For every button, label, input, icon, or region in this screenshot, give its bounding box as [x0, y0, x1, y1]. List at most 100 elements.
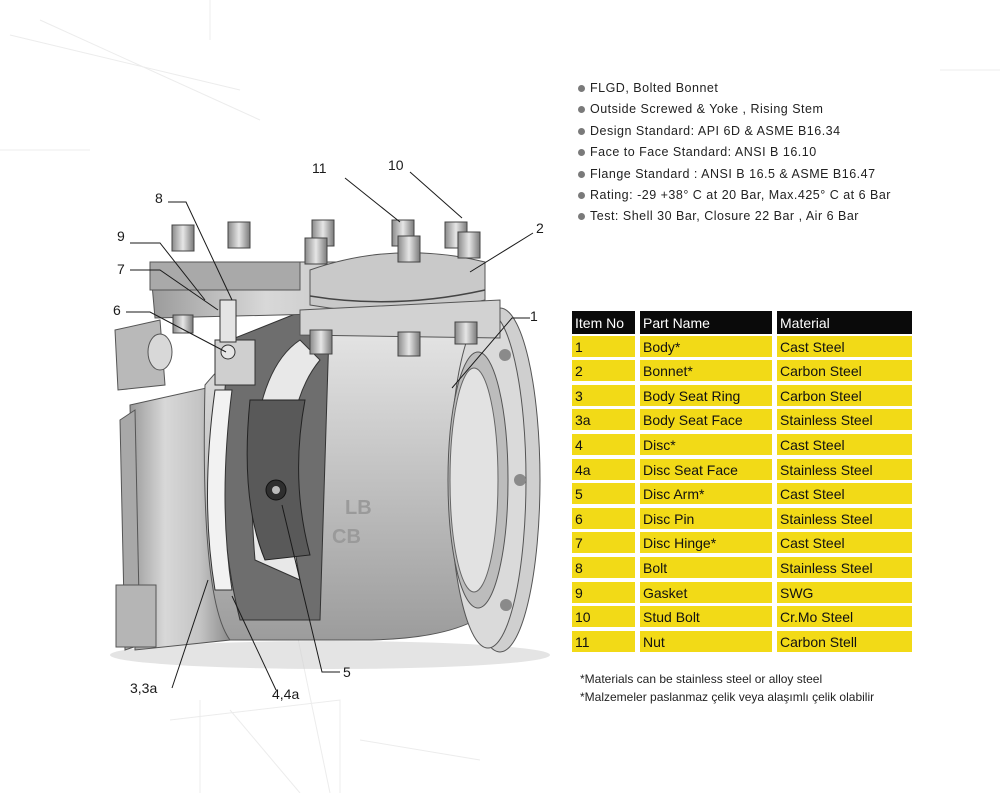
cell-item-no: 4: [572, 433, 635, 455]
cell-part-name: Bolt: [640, 556, 772, 578]
cell-item-no: 6: [572, 507, 635, 529]
cell-material: Carbon Steel: [777, 360, 912, 382]
bullet-icon: [578, 213, 585, 221]
cell-part-name: Body*: [640, 335, 772, 357]
stud-bolt: [219, 299, 237, 343]
bullet-icon: [578, 127, 585, 135]
spec-item: Design Standard: API 6D & ASME B16.34: [578, 121, 988, 142]
spec-text: Face to Face Standard: ANSI B 16.10: [590, 145, 817, 160]
callout-4-4a: 4,4a: [272, 686, 300, 702]
cell-material: Stainless Steel: [777, 507, 912, 529]
cell-part-name: Disc Seat Face: [640, 458, 772, 480]
casting-mark-cb: CB: [332, 526, 361, 548]
cell-material: Carbon Steel: [777, 384, 912, 406]
callout-3-3a: 3,3a: [130, 680, 158, 696]
cell-part-name: Disc Pin: [640, 507, 772, 529]
cell-material: Cast Steel: [777, 483, 912, 505]
cell-part-name: Body Seat Face: [640, 409, 772, 431]
cell-material: Stainless Steel: [777, 556, 912, 578]
callout-10: 10: [388, 157, 404, 173]
cell-item-no: 1: [572, 335, 635, 357]
cell-material: Stainless Steel: [777, 409, 912, 431]
cell-item-no: 9: [572, 581, 635, 603]
cell-material: Cast Steel: [777, 335, 912, 357]
cell-item-no: 10: [572, 606, 635, 628]
callout-8: 8: [155, 190, 163, 206]
callout-7: 7: [117, 261, 125, 277]
cell-material: Stainless Steel: [777, 458, 912, 480]
callout-9: 9: [117, 228, 125, 244]
bullet-icon: [578, 85, 585, 92]
cell-item-no: 2: [572, 360, 635, 382]
leader-lines: [126, 171, 534, 691]
spec-text: Outside Screwed & Yoke , Rising Stem: [590, 102, 824, 117]
bonnet-nuts: [171, 219, 481, 357]
spec-text: Design Standard: API 6D & ASME B16.34: [590, 123, 841, 138]
bullet-icon: [578, 149, 585, 157]
spec-item: Rating: -29 +38° C at 20 Bar, Max.425° C…: [578, 185, 988, 206]
cell-material: Cast Steel: [777, 433, 912, 455]
bullet-icon: [578, 192, 585, 200]
spec-item: Outside Screwed & Yoke , Rising Stem: [578, 99, 988, 120]
spec-text: FLGD, Bolted Bonnet: [590, 81, 719, 95]
spec-text: Flange Standard : ANSI B 16.5 & ASME B16…: [590, 166, 876, 181]
spec-text: Rating: -29 +38° C at 20 Bar, Max.425° C…: [590, 188, 891, 203]
cell-material: Cr.Mo Steel: [777, 606, 912, 628]
spec-item: Face to Face Standard: ANSI B 16.10: [578, 142, 988, 163]
cell-part-name: Disc*: [640, 433, 772, 455]
cell-item-no: 5: [572, 483, 635, 505]
cell-part-name: Nut: [640, 630, 772, 652]
header-item-no: Item No: [572, 311, 635, 334]
cell-item-no: 4a: [572, 458, 635, 480]
table-header-row: Item No Part Name Material: [572, 311, 912, 336]
cell-part-name: Gasket: [640, 581, 772, 603]
spec-list: FLGD, Bolted Bonnet Outside Screwed & Yo…: [578, 78, 988, 228]
cell-material: Carbon Stell: [777, 630, 912, 652]
shadow: [110, 641, 550, 669]
footnote-en: *Materials can be stainless steel or all…: [580, 672, 823, 686]
bullet-icon: [578, 106, 585, 114]
cell-item-no: 3: [572, 384, 635, 406]
cell-part-name: Bonnet*: [640, 360, 772, 382]
cell-item-no: 7: [572, 532, 635, 554]
callout-6: 6: [113, 302, 121, 318]
cell-material: Cast Steel: [777, 532, 912, 554]
callout-5: 5: [343, 664, 351, 680]
cell-part-name: Disc Arm*: [640, 483, 772, 505]
cell-material: SWG: [777, 581, 912, 603]
cell-item-no: 3a: [572, 409, 635, 431]
cell-item-no: 8: [572, 556, 635, 578]
footnote-tr: *Malzemeler paslanmaz çelik veya alaşıml…: [580, 690, 875, 704]
bonnet: [149, 252, 501, 339]
section-cut: [207, 299, 331, 621]
callout-11: 11: [312, 160, 327, 176]
spec-item: FLGD, Bolted Bonnet: [578, 78, 988, 99]
header-part-name: Part Name: [640, 311, 772, 334]
spec-item: Test: Shell 30 Bar, Closure 22 Bar , Air…: [578, 206, 988, 227]
side-boss: [114, 319, 173, 391]
callout-2: 2: [536, 220, 544, 236]
cell-part-name: Disc Hinge*: [640, 532, 772, 554]
header-material: Material: [777, 311, 912, 334]
cell-part-name: Body Seat Ring: [640, 384, 772, 406]
spec-text: Test: Shell 30 Bar, Closure 22 Bar , Air…: [590, 209, 859, 224]
callout-1: 1: [530, 308, 538, 324]
footnotes: *Materials can be stainless steel or all…: [580, 670, 874, 706]
cell-part-name: Stud Bolt: [640, 606, 772, 628]
spec-item: Flange Standard : ANSI B 16.5 & ASME B16…: [578, 164, 988, 185]
